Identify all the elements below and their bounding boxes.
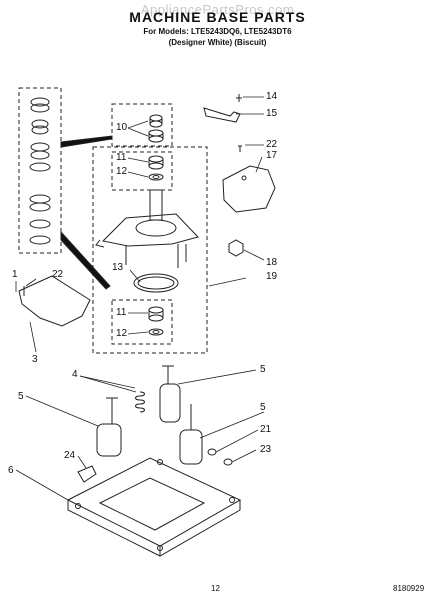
callout-11-lower: 11 [116,307,127,318]
assembly-19-box [92,146,208,354]
document-number: 8180929 [393,584,425,593]
callout-5-right-lower: 5 [260,402,266,413]
callout-5-left: 5 [18,391,24,402]
kit-bushings [29,97,51,245]
callout-12-upper: 12 [116,166,128,177]
callout-22-lower: 22 [52,269,64,280]
callout-14: 14 [266,91,278,102]
callout-12-lower: 12 [116,328,128,339]
models-line: For Models: LTE5243DQ6, LTE5243DT6 [143,27,292,36]
callout-21: 21 [260,424,272,435]
callout-4: 4 [72,369,78,380]
diagram-title: MACHINE BASE PARTS [129,9,306,25]
callout-1: 1 [12,269,18,280]
callout-17: 17 [266,150,278,161]
callout-5-right-upper: 5 [260,364,266,375]
callout-10: 10 [116,122,128,133]
callout-23: 23 [260,444,272,455]
callout-18: 18 [266,257,278,268]
callout-13: 13 [112,262,124,273]
callout-6: 6 [8,465,14,476]
page-number: 12 [211,584,220,593]
callout-3: 3 [32,354,38,365]
watermark: AppliancePartsPros.com [140,2,295,17]
callout-22-upper: 22 [266,139,278,150]
callout-24: 24 [64,450,76,461]
callout-11-upper: 11 [116,152,127,163]
variants-line: (Designer White) (Biscuit) [168,38,267,47]
callout-15: 15 [266,108,278,119]
callout-19: 19 [266,271,278,282]
kit-column-box [18,87,62,254]
